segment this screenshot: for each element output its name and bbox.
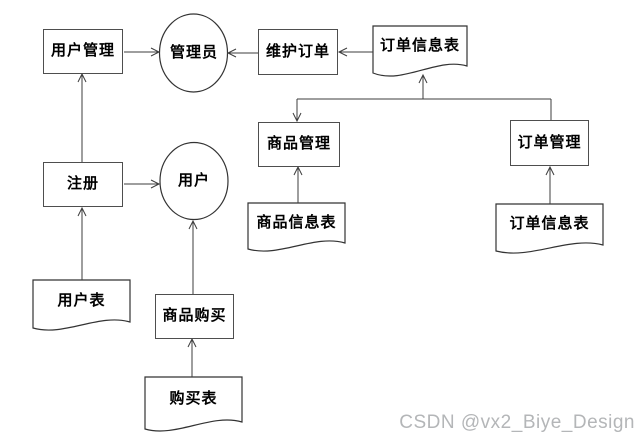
node-user-table: 用户表 — [33, 290, 130, 312]
arrowhead-up-icon — [188, 219, 198, 230]
arrowhead-up-icon — [187, 337, 197, 348]
edge-junction-tree — [292, 73, 552, 123]
arrowhead-up-icon — [293, 165, 303, 176]
node-purchase-table-label: 购买表 — [169, 390, 218, 407]
node-user-label: 用户 — [177, 172, 210, 189]
node-product-purchase-label: 商品购买 — [162, 308, 227, 324]
document-shape-product-info — [247, 202, 346, 252]
node-admin: 管理员 — [159, 42, 229, 64]
edge-order-info-to-maintain-order — [337, 47, 373, 57]
node-maintain-order-label: 维护订单 — [265, 43, 330, 60]
node-product-purchase: 商品购买 — [155, 294, 234, 339]
edge-user-management-to-admin — [124, 47, 161, 57]
arrowhead-left-icon — [337, 47, 348, 57]
document-shape-user-table — [32, 279, 131, 331]
document-shape-order-info-right — [495, 203, 604, 254]
node-product-info-label: 商品信息表 — [256, 214, 337, 231]
edge-register-to-user — [124, 179, 161, 189]
node-user: 用户 — [159, 170, 229, 192]
node-product-management-label: 商品管理 — [266, 136, 331, 152]
arrowhead-right-icon — [150, 47, 161, 57]
edge-order-info-right-to-order-management — [545, 165, 555, 204]
node-order-info-top-label: 订单信息表 — [379, 37, 460, 54]
arrowhead-up-icon — [545, 165, 555, 176]
node-user-management-label: 用户管理 — [50, 43, 115, 59]
node-order-management-label: 订单管理 — [517, 134, 582, 151]
node-order-info-top: 订单信息表 — [373, 35, 467, 57]
arrowhead-up-icon — [77, 72, 87, 83]
document-shape-order-info-top — [372, 25, 468, 77]
node-order-management: 订单管理 — [510, 120, 589, 166]
node-order-info-right: 订单信息表 — [496, 213, 603, 235]
arrowhead-up-icon — [77, 206, 87, 217]
node-register-label: 注册 — [66, 176, 99, 192]
edge-purchase-table-to-product-purchase — [187, 337, 197, 377]
ellipse-shape-user — [159, 141, 229, 221]
node-purchase-table: 购买表 — [145, 388, 242, 410]
arrowhead-left-icon — [226, 48, 237, 58]
edge-maintain-order-to-admin — [226, 48, 258, 58]
arrowhead-down-icon — [292, 112, 302, 123]
node-maintain-order: 维护订单 — [258, 29, 338, 75]
node-admin-label: 管理员 — [169, 44, 218, 61]
arrowhead-right-icon — [150, 179, 161, 189]
node-register: 注册 — [43, 162, 123, 207]
arrowhead-up-icon — [418, 73, 428, 84]
node-user-table-label: 用户表 — [57, 292, 106, 309]
node-product-management: 商品管理 — [258, 122, 340, 167]
node-product-info: 商品信息表 — [248, 212, 345, 234]
node-user-management: 用户管理 — [43, 29, 123, 74]
edge-user-table-to-register — [77, 206, 87, 280]
edge-product-purchase-to-user — [188, 219, 198, 294]
edge-product-info-to-product-management — [293, 165, 303, 203]
document-shape-purchase-table — [144, 376, 243, 432]
csdn-watermark: CSDN @vx2_Biye_Design — [399, 412, 635, 433]
edge-register-to-user-management — [77, 72, 87, 162]
node-order-info-right-label: 订单信息表 — [509, 215, 590, 232]
